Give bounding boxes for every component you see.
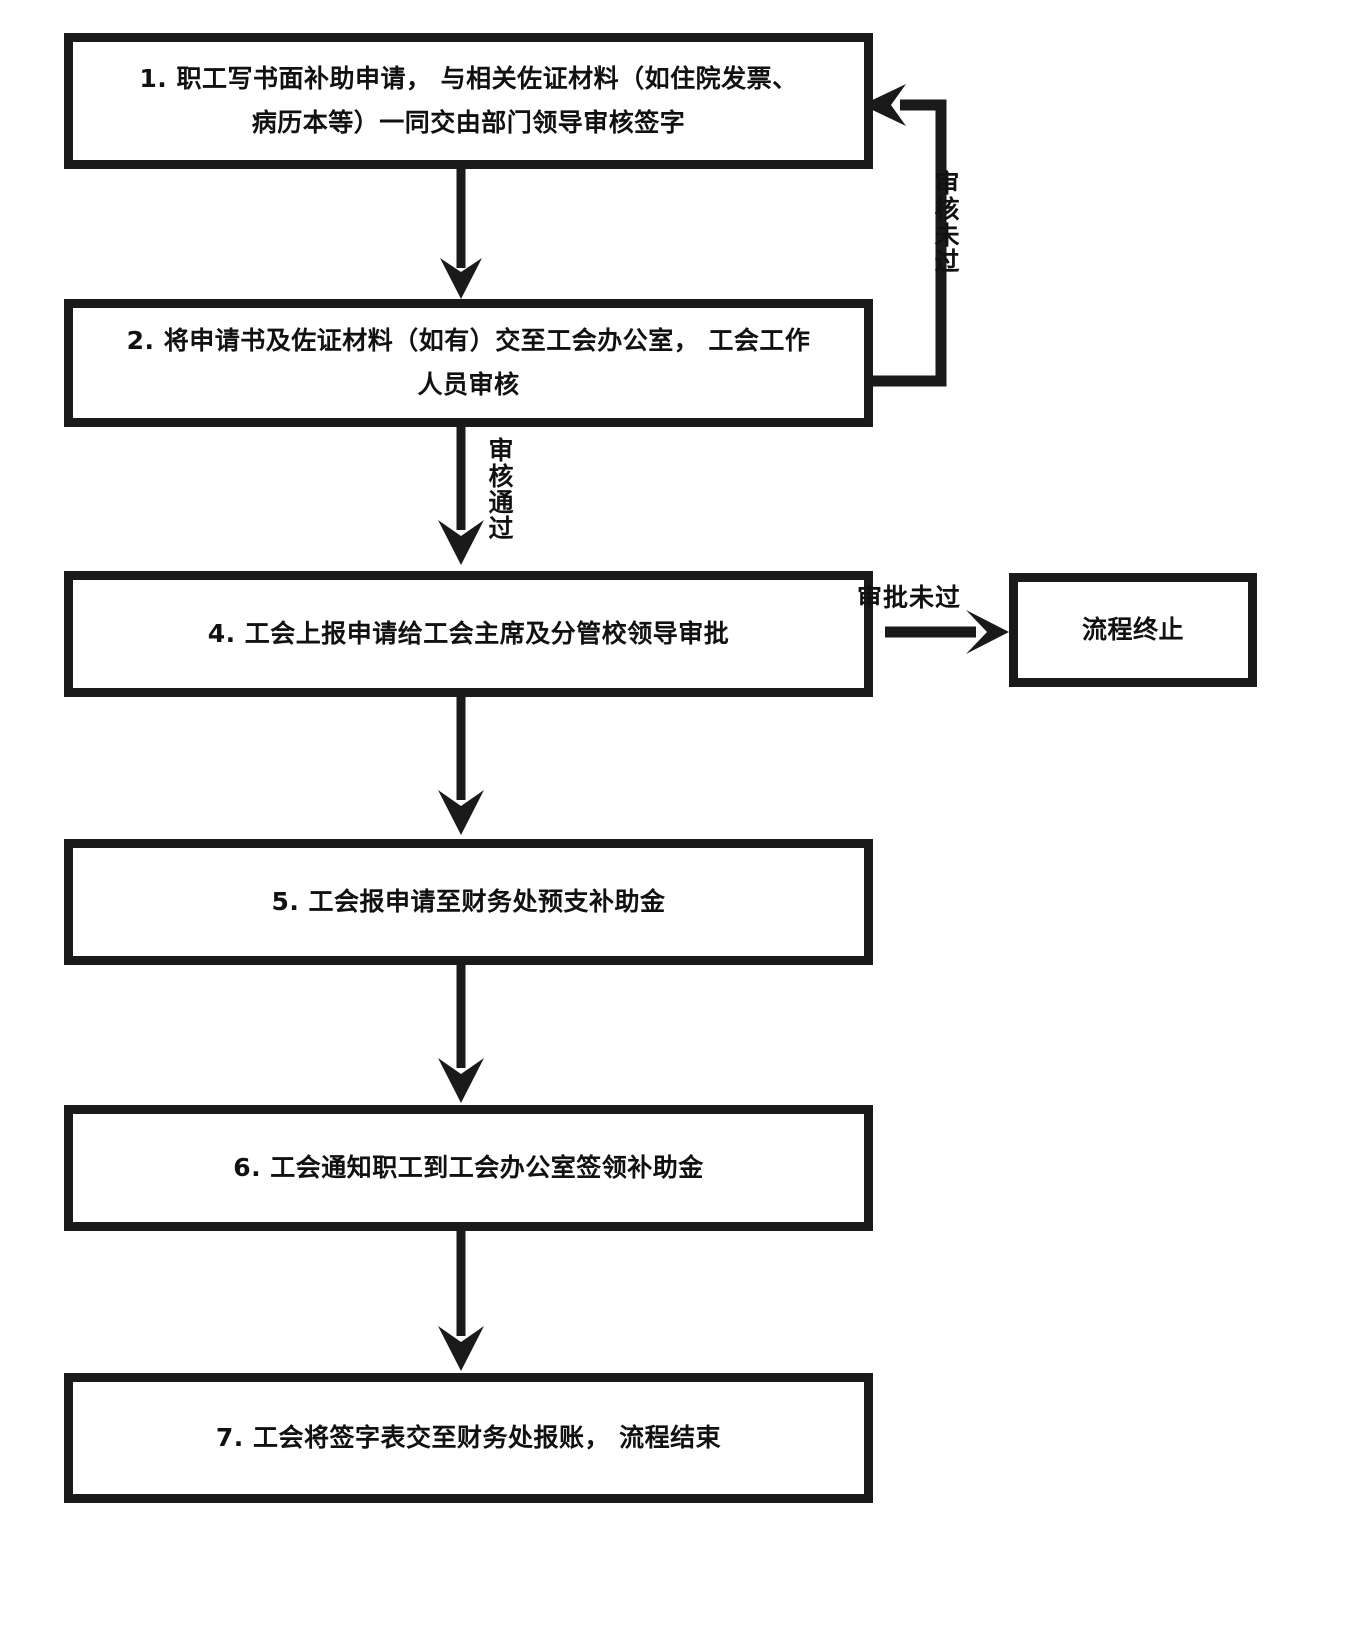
edge-label-review-failed-text: 审核未过 <box>931 170 960 274</box>
node-step6[interactable]: 6. 工会通知职工到工会办公室签领补助金 <box>64 1105 873 1231</box>
node-step4[interactable]: 4. 工会上报申请给工会主席及分管校领导审批 <box>64 571 873 697</box>
connector-step4-step5 <box>438 697 484 835</box>
node-step7[interactable]: 7. 工会将签字表交至财务处报账， 流程结束 <box>64 1373 873 1503</box>
connector-step6-step7 <box>438 1231 484 1371</box>
connector-step2-step1-feedback <box>862 84 947 387</box>
edge-label-approval-failed-text: 审批未过 <box>857 583 962 612</box>
edge-label-review-passed-text: 审核通过 <box>485 437 514 541</box>
edge-label-review-passed: 审核通过 <box>485 437 514 541</box>
node-step5-label: 5. 工会报申请至财务处预支补助金 <box>271 887 666 917</box>
node-step2-label: 2. 将申请书及佐证材料（如有）交至工会办公室， 工会工作 人员审核 <box>126 326 811 399</box>
edge-label-approval-failed: 审批未过 <box>857 578 961 614</box>
node-step7-label: 7. 工会将签字表交至财务处报账， 流程结束 <box>215 1423 722 1453</box>
edge-label-review-failed: 审核未过 <box>931 170 960 274</box>
node-step2[interactable]: 2. 将申请书及佐证材料（如有）交至工会办公室， 工会工作 人员审核 <box>64 299 873 427</box>
node-step5[interactable]: 5. 工会报申请至财务处预支补助金 <box>64 839 873 965</box>
node-terminate-label: 流程终止 <box>1081 615 1184 645</box>
node-step1-label: 1. 职工写书面补助申请， 与相关佐证材料（如住院发票、 病历本等）一同交由部门… <box>139 64 798 137</box>
connector-step5-step6 <box>438 965 484 1103</box>
connector-step4-terminate <box>885 610 1009 654</box>
connector-step1-step2 <box>440 169 482 299</box>
connector-step2-step4 <box>438 427 484 565</box>
node-step6-label: 6. 工会通知职工到工会办公室签领补助金 <box>233 1153 704 1183</box>
node-terminate[interactable]: 流程终止 <box>1009 573 1257 687</box>
node-step1[interactable]: 1. 职工写书面补助申请， 与相关佐证材料（如住院发票、 病历本等）一同交由部门… <box>64 33 873 169</box>
node-step4-label: 4. 工会上报申请给工会主席及分管校领导审批 <box>207 619 730 649</box>
